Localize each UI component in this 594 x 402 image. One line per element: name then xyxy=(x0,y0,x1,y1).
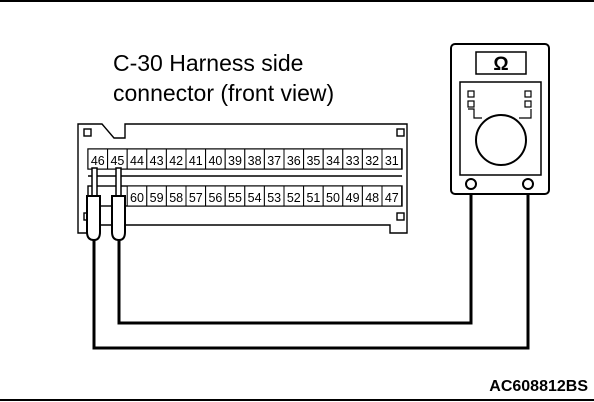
pin-label-47: 47 xyxy=(385,191,399,205)
pin-label-31: 31 xyxy=(385,154,399,168)
pin-label-33: 33 xyxy=(346,154,360,168)
pin-label-45: 45 xyxy=(110,154,124,168)
pin-label-43: 43 xyxy=(150,154,164,168)
connector-title-line-2: connector (front view) xyxy=(113,80,335,106)
pin-label-48: 48 xyxy=(365,191,379,205)
connector-lock-tab-right xyxy=(396,128,405,137)
connector-lug-right xyxy=(396,212,405,221)
pin-label-57: 57 xyxy=(189,191,203,205)
probe-pin-45 xyxy=(111,167,126,242)
pin-label-59: 59 xyxy=(150,191,164,205)
pin-label-32: 32 xyxy=(365,154,379,168)
pin-label-39: 39 xyxy=(228,154,242,168)
pin-label-58: 58 xyxy=(169,191,183,205)
pin-label-35: 35 xyxy=(306,154,320,168)
pin-cell xyxy=(381,148,403,170)
pin-label-51: 51 xyxy=(306,191,320,205)
pin-label-41: 41 xyxy=(189,154,203,168)
pin-label-56: 56 xyxy=(208,191,222,205)
pin-label-37: 37 xyxy=(267,154,281,168)
pin-label-52: 52 xyxy=(287,191,301,205)
pin-label-44: 44 xyxy=(130,154,144,168)
jack-left xyxy=(465,178,477,190)
range-indicator-icon xyxy=(467,90,532,119)
test-lead-outer xyxy=(92,186,530,350)
test-leads xyxy=(92,186,530,350)
pin-cell xyxy=(381,185,403,207)
pin-label-55: 55 xyxy=(228,191,242,205)
pin-label-38: 38 xyxy=(248,154,262,168)
pin-label-34: 34 xyxy=(326,154,340,168)
selector-dial xyxy=(475,114,527,166)
jack-right xyxy=(522,178,534,190)
ohmmeter-display xyxy=(475,51,527,75)
figure-id: AC608812BS xyxy=(489,378,588,395)
pin-label-49: 49 xyxy=(346,191,360,205)
pin-label-54: 54 xyxy=(248,191,262,205)
pin-label-53: 53 xyxy=(267,191,281,205)
pin-row-top: 46 45 44 43 42 41 40 39 38 37 36 35 34 33 32 31 xyxy=(87,148,403,170)
pin-label-46: 46 xyxy=(91,154,105,168)
ohm-symbol: Ω xyxy=(493,54,508,75)
test-lead-inner xyxy=(117,186,473,325)
pin-row-bottom: 60 59 58 57 56 55 54 53 52 51 50 49 48 47 xyxy=(126,185,403,207)
pin-label-42: 42 xyxy=(169,154,183,168)
connector-lock-tab-left xyxy=(83,128,92,137)
pin-label-36: 36 xyxy=(287,154,301,168)
ohmmeter: Ω xyxy=(450,43,550,195)
pin-label-50: 50 xyxy=(326,191,340,205)
connector-outline xyxy=(77,123,408,234)
harness-connector xyxy=(77,123,408,234)
connector-title-line-1: C-30 Harness side xyxy=(113,50,304,76)
probe-pin-46 xyxy=(86,167,101,242)
pin-label-40: 40 xyxy=(208,154,222,168)
pin-label-60: 60 xyxy=(130,191,144,205)
